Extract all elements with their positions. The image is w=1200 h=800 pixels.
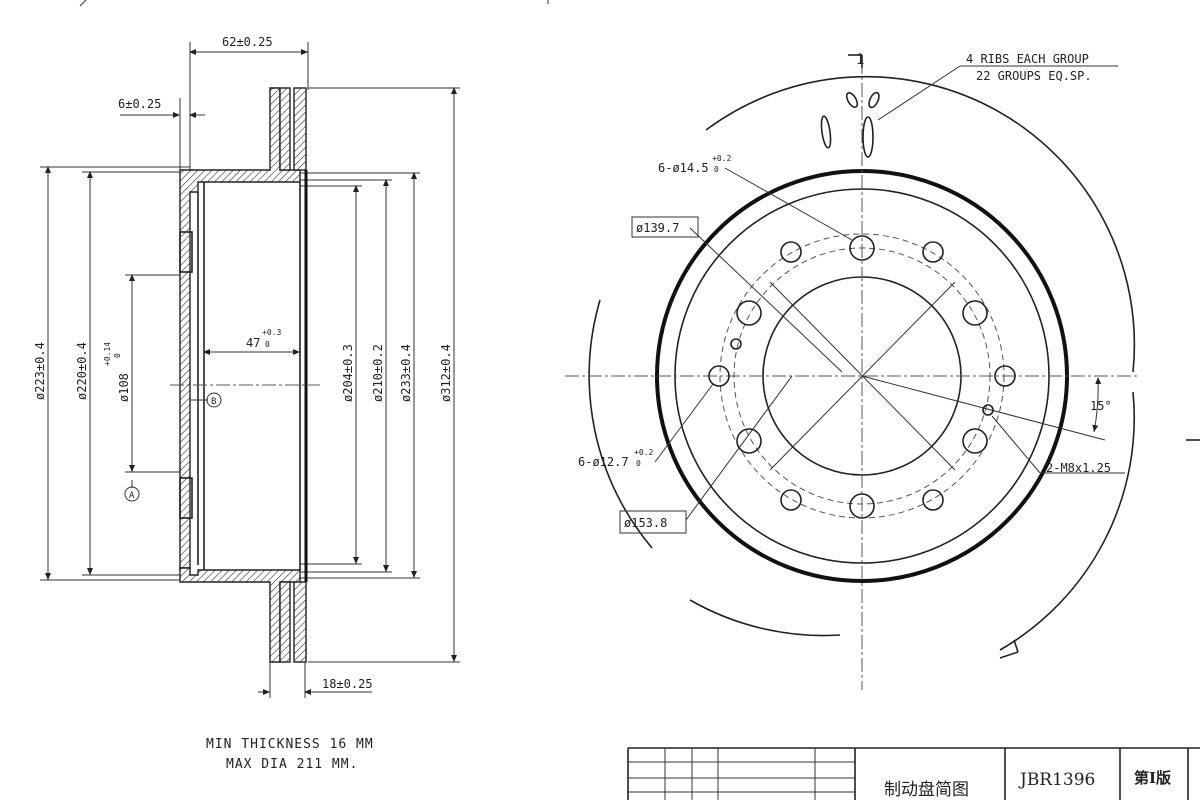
ribs-note-line2: 22 GROUPS EQ.SP.: [976, 69, 1092, 83]
bolt-holes-small: [708, 241, 1016, 511]
pcd-small-label: ø139.7: [636, 221, 679, 235]
note-min-thickness: MIN THICKNESS 16 MM: [206, 737, 374, 752]
section-mark: 1: [856, 52, 864, 68]
pcd-large-label: ø153.8: [624, 516, 667, 530]
ribs-note-line1: 4 RIBS EACH GROUP: [966, 52, 1089, 66]
dim-d108-tol: +0.14: [103, 342, 112, 366]
note-max-dia: MAX DIA 211 MM.: [226, 757, 358, 772]
holes-large-label: 6-ø14.5: [658, 161, 709, 175]
drawing-title: 制动盘简图: [884, 780, 969, 800]
dim-d312: ø312±0.4: [439, 344, 453, 402]
dim-d204: ø204±0.3: [341, 344, 355, 402]
holes-small-label: 6-ø12.7: [578, 455, 629, 469]
dim-thickness: 18±0.25: [322, 677, 373, 691]
part-number: JBR1396: [1018, 770, 1095, 790]
title-block: [627, 439, 1200, 800]
dim-flange: 6±0.25: [118, 97, 161, 111]
holes-small-tol2: 0: [636, 459, 641, 468]
front-view: [565, 54, 1140, 690]
dim-depth: 47: [246, 336, 260, 350]
dim-depth-tol2: 0: [265, 340, 270, 349]
holes-large-tol2: 0: [714, 165, 719, 174]
datum-a-label: A: [129, 491, 135, 501]
dim-d223: ø223±0.4: [33, 342, 47, 400]
side-section-view: [40, 42, 460, 698]
holes-large-tol: +0.2: [712, 154, 731, 163]
dim-d210: ø210±0.2: [371, 344, 385, 402]
angle-label: 15°: [1090, 399, 1112, 413]
thread-label: 2-M8x1.25: [1046, 461, 1111, 475]
dim-d233: ø233±0.4: [399, 344, 413, 402]
dim-d220: ø220±0.4: [75, 342, 89, 400]
holes-small-tol: +0.2: [634, 448, 653, 457]
dim-width: 62±0.25: [222, 35, 273, 49]
dim-d108: ø108: [117, 373, 131, 402]
dim-depth-tol: +0.3: [262, 328, 281, 337]
edition-label: 第Ⅰ版: [1134, 769, 1171, 787]
bolt-holes-large: [736, 235, 988, 519]
datum-b-label: B: [211, 397, 216, 407]
dim-d108-tol2: 0: [113, 353, 122, 358]
